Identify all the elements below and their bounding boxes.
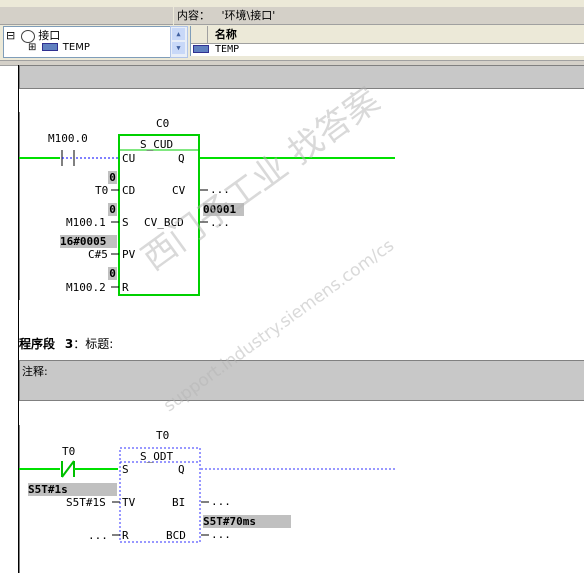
network-comment[interactable]: 注释: [19,360,584,401]
comment-bar[interactable] [19,65,584,89]
interface-icon [20,29,35,43]
variable-icon [193,45,209,53]
s-status-value: S5T#1s [28,483,117,496]
rail-line [18,65,19,573]
pin-cv: CV [172,184,186,197]
detail-table: 名称 TEMP [190,26,584,56]
variable-icon [41,43,58,51]
pin-r: R [122,529,129,542]
bcd-output[interactable]: ... [211,528,231,541]
s-status-value: 0 [108,203,117,216]
pin-cd: CD [122,184,136,197]
content-label: 内容： [177,9,210,22]
r-operand[interactable]: M100.2 [66,281,106,294]
tree-item-label: 接口 [38,29,61,42]
pin-s: S [122,463,129,476]
pin-r: R [122,281,129,294]
tree-item-label: TEMP [62,42,90,53]
s-operand[interactable]: M100.1 [66,216,106,229]
pin-cu: CU [122,152,136,165]
r-operand[interactable]: ... [88,529,108,542]
pin-pv: PV [122,248,136,261]
tree-item-temp[interactable]: ⊞ TEMP [28,42,90,53]
cv-bcd-status-value: 00001 [203,203,244,216]
cv-bcd-output[interactable]: ... [210,216,230,229]
block-type: S_CUD [140,138,174,151]
cv-output[interactable]: ... [210,183,230,196]
timer-name[interactable]: T0 [156,429,170,442]
column-header-name[interactable]: 名称 [191,26,584,44]
pin-q: Q [178,463,185,476]
counter-name[interactable]: C0 [156,117,170,130]
cd-operand[interactable]: T0 [95,184,109,197]
tree-header [0,7,173,25]
comment-label: 注释: [22,365,48,378]
pin-bi: BI [172,496,186,509]
pin-tv: TV [122,496,136,509]
timer-box [119,447,201,543]
tv-operand[interactable]: S5T#1S [66,496,106,509]
table-row[interactable]: TEMP [193,44,239,55]
content-path: '环境\接口' [221,9,276,22]
contact-operand[interactable]: T0 [62,445,76,458]
bcd-status-value: S5T#70ms [203,515,291,528]
pin-s: S [122,216,129,229]
content-header: 内容： '环境\接口' [174,7,584,25]
pin-q: Q [178,152,185,165]
counter-box [118,134,200,296]
tree-scrollbar[interactable]: ▲ ▼ [170,26,188,58]
expand-icon[interactable]: ⊞ [28,42,37,53]
pv-status-value: 16#0005 [60,235,117,248]
network-title[interactable]: 程序段 3：标题: [19,337,114,351]
tree-item-interface[interactable]: ⊟ 接口 [6,27,60,43]
collapse-icon[interactable]: ⊟ [6,29,16,42]
interface-panel: 内容： '环境\接口' ⊟ 接口 ⊞ TEMP ▲ ▼ 名称 TEMP [0,0,584,60]
cd-status-value: 0 [108,171,117,184]
pv-operand[interactable]: C#5 [88,248,108,261]
scroll-down-icon[interactable]: ▼ [172,42,185,54]
pin-bcd: BCD [166,529,186,542]
contact-operand[interactable]: M100.0 [48,132,88,145]
pin-cv-bcd: CV_BCD [144,216,184,229]
r-status-value: 0 [108,267,117,280]
block-type: S_ODT [140,450,174,463]
scroll-up-icon[interactable]: ▲ [172,28,185,40]
bi-output[interactable]: ... [211,495,231,508]
